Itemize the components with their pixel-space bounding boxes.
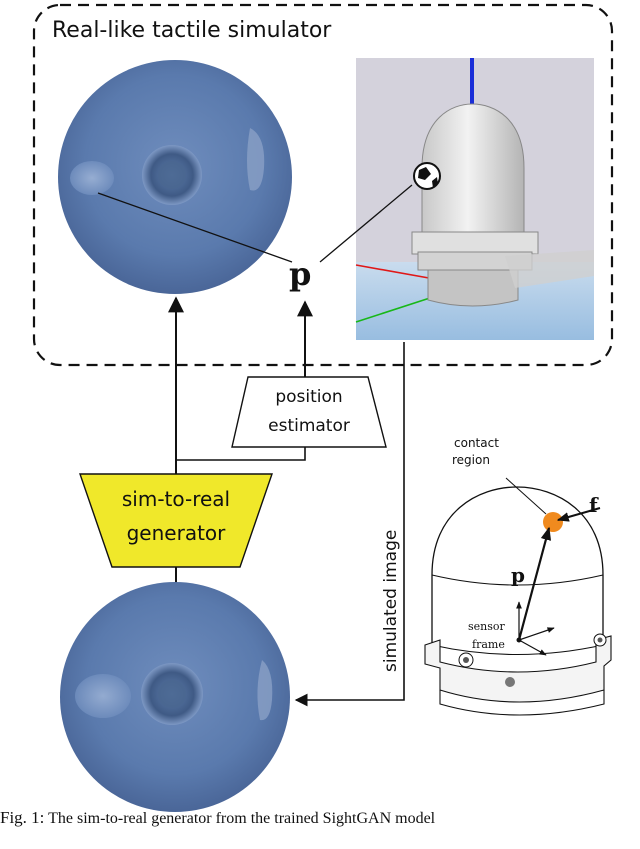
sim-to-real-generator xyxy=(79,473,273,568)
position-vector xyxy=(517,526,552,641)
contact-marker xyxy=(543,512,563,532)
force-label: f xyxy=(589,493,599,517)
sensor-frame-label-1: sensor xyxy=(468,620,506,633)
tactile-image-top xyxy=(58,60,292,294)
simulator-frame xyxy=(32,3,614,367)
simulated-image-label: simulated image xyxy=(381,530,401,672)
frame-axis-x xyxy=(518,627,555,641)
simulated-image-arrow xyxy=(294,342,405,707)
contact-point-label: p xyxy=(289,255,311,293)
contact-region-label-1: contact xyxy=(454,436,499,450)
contact-region-label-2: region xyxy=(452,453,490,467)
frame-axis-y xyxy=(518,639,547,656)
contact-line-right xyxy=(319,184,413,263)
sensor-frame-label-2: frame xyxy=(472,638,505,651)
figure-caption: Fig. 1: The sim-to-real generator from t… xyxy=(0,808,640,849)
position-estimator-label-2: estimator xyxy=(268,416,350,436)
position-estimator-label-1: position xyxy=(275,387,342,407)
generator-label-1: sim-to-real xyxy=(122,487,230,511)
contact-region-leader xyxy=(505,477,547,515)
sensor-drawing xyxy=(424,486,612,716)
generator-label-2: generator xyxy=(127,521,227,545)
position-estimator xyxy=(231,376,387,448)
contact-line-left xyxy=(97,192,293,263)
simulator-title: Real-like tactile simulator xyxy=(52,18,332,43)
force-vector xyxy=(556,507,601,522)
caption-text: The sim-to-real generator from the train… xyxy=(48,810,436,827)
tactile-image-bottom xyxy=(60,582,290,812)
simulated-render xyxy=(355,58,594,340)
position-label: p xyxy=(511,563,525,587)
estimator-input-line xyxy=(176,447,306,461)
caption-prefix: Fig. 1: xyxy=(0,808,45,827)
